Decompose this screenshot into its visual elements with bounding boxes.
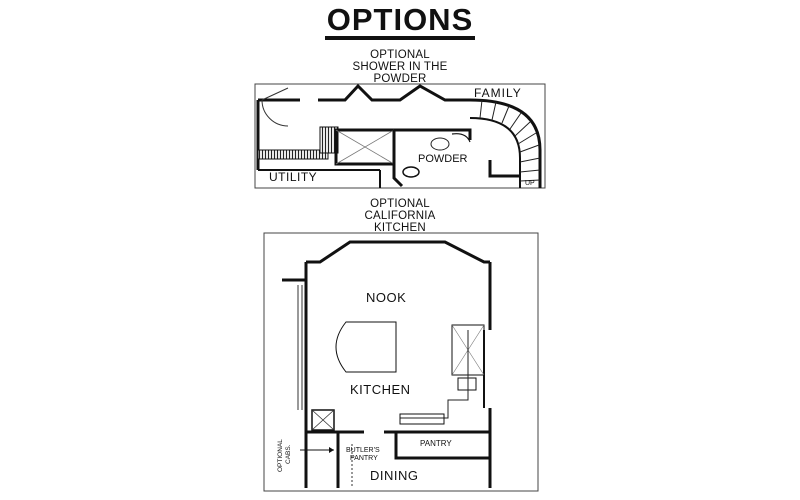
caption-line: OPTIONAL (370, 49, 430, 61)
room-label-nook: NOOK (366, 290, 406, 305)
kitchen-option-caption: OPTIONAL CALIFORNIA KITCHEN (270, 198, 530, 234)
room-label-butlers-pantry-2: PANTRY (350, 455, 378, 462)
caption-line: OPTIONAL (370, 198, 430, 210)
optional-cabs-line-1: OPTIONAL (277, 439, 284, 472)
caption-line: SHOWER IN THE (352, 61, 448, 73)
room-label-butlers-pantry-1: BUTLER'S (346, 447, 380, 454)
room-label-family: FAMILY (474, 86, 522, 100)
room-label-pantry: PANTRY (420, 439, 452, 448)
shower-option-caption: OPTIONAL SHOWER IN THE POWDER (270, 49, 530, 85)
caption-line: POWDER (373, 73, 427, 85)
page-title: OPTIONS (0, 2, 800, 40)
optional-cabs-label: OPTIONAL CABS. (277, 439, 292, 472)
california-kitchen-plan: NOOK KITCHEN PANTRY BUTLER'S PANTRY DINI… (263, 232, 539, 492)
stair-up-label: UP (525, 180, 535, 187)
caption-line: KITCHEN (374, 222, 426, 234)
room-label-dining: DINING (370, 468, 419, 483)
room-label-kitchen: KITCHEN (350, 382, 411, 397)
optional-cabs-line-2: CABS. (285, 444, 292, 464)
room-label-powder: POWDER (418, 153, 468, 165)
room-label-utility: UTILITY (269, 170, 317, 184)
shower-powder-plan: FAMILY POWDER UTILITY UP (254, 83, 546, 189)
caption-line: CALIFORNIA (364, 210, 436, 222)
